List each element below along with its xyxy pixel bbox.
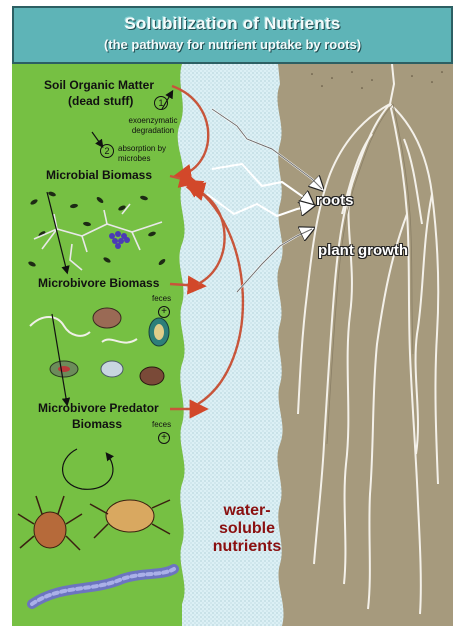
step-1-badge: 1: [154, 96, 168, 110]
dead-stuff-label: (dead stuff): [68, 94, 133, 108]
feces-plus-1: +: [158, 306, 170, 318]
header-banner: Solubilization of Nutrients (the pathway…: [12, 6, 453, 64]
feces-label-2: feces: [152, 420, 171, 430]
exoenzymatic-degradation-label: exoenzymatic degradation: [118, 116, 188, 136]
plant-growth-label: plant growth: [318, 242, 408, 259]
diagram-subtitle: (the pathway for nutrient uptake by root…: [14, 37, 451, 52]
microbivore-predator-label: Microbivore Predator: [38, 401, 159, 415]
water-soluble-nutrients-label: water- soluble nutrients: [202, 502, 292, 556]
feces-label-1: feces: [152, 294, 171, 304]
water-label-line-1: water-: [202, 502, 292, 520]
predator-biomass-label: Biomass: [72, 417, 122, 431]
microbial-biomass-label: Microbial Biomass: [46, 168, 152, 182]
absorption-by-microbes-label: absorption by microbes: [110, 144, 188, 164]
diagram-title: Solubilization of Nutrients: [14, 14, 451, 34]
soil-organic-matter-label: Soil Organic Matter: [44, 78, 154, 92]
water-label-line-3: nutrients: [202, 538, 292, 556]
feces-plus-2: +: [158, 432, 170, 444]
water-label-line-2: soluble: [202, 520, 292, 538]
diagram-art: Soil Organic Matter (dead stuff) 1 exoen…: [12, 64, 453, 626]
microbivore-biomass-label: Microbivore Biomass: [38, 276, 159, 290]
roots-label: roots: [316, 192, 354, 209]
